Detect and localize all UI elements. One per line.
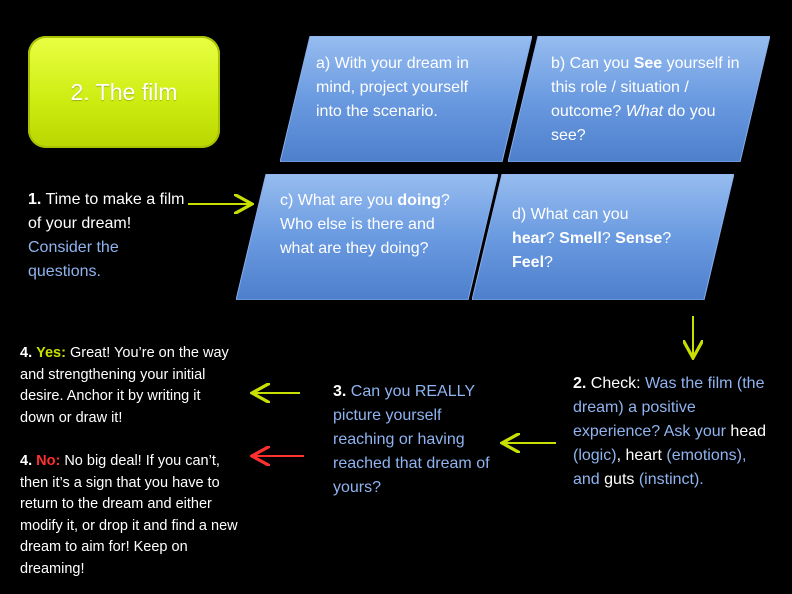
card-d-shape	[472, 174, 734, 300]
step-3: 3. Can you REALLY picture yourself reach…	[333, 383, 490, 496]
card-b-shape	[508, 36, 770, 162]
card-c-shape	[236, 174, 498, 300]
step-4-yes: 4. Yes: Great! You’re on the way and str…	[20, 345, 229, 426]
card-b-text: b) Can you See yourself in this role / s…	[551, 55, 740, 144]
card-a-shape	[280, 36, 532, 162]
step-4-no: 4. No: No big deal! If you can’t, then i…	[20, 453, 238, 577]
step-2: 2. Check: Was the film (the dream) a pos…	[573, 375, 767, 488]
card-a-text: a) With your dream in mind, project your…	[316, 55, 469, 120]
step-1: 1. Time to make a film of your dream! Co…	[28, 191, 185, 280]
card-d-text: d) What can you hear? Smell? Sense? Feel…	[512, 206, 672, 271]
title-box: 2. The film	[28, 36, 220, 148]
diagram-title: 2. The film	[70, 78, 178, 105]
card-c-text: c) What are you doing? Who else is there…	[280, 192, 450, 257]
